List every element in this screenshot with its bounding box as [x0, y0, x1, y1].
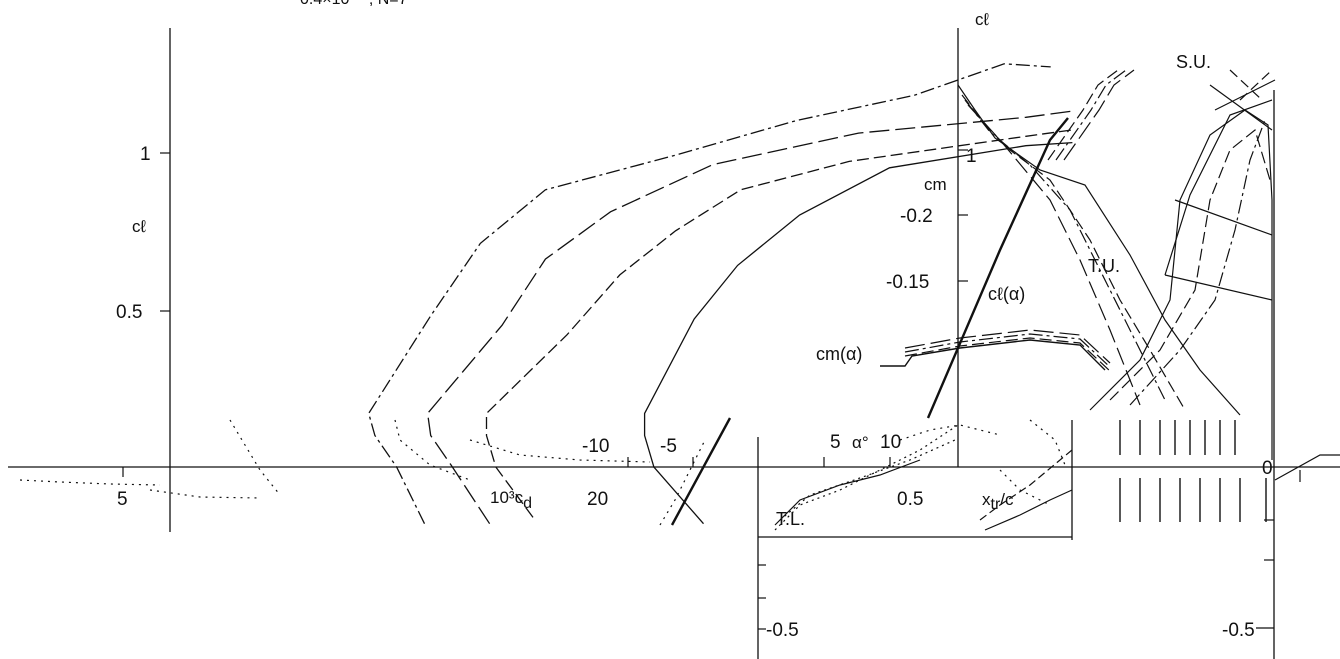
cm-alpha-line-variant	[904, 329, 1111, 364]
xtr-label-sub: tr	[991, 496, 1001, 513]
transition-upper-solid	[957, 84, 1241, 416]
cl-alpha-line	[670, 117, 1069, 526]
cl-alpha-line-variant	[1055, 69, 1127, 161]
alpha-cl-tick-1: 1	[966, 146, 977, 167]
header-partial-text: 0.4×10⁻⁶ ; N=7	[300, 0, 408, 8]
alpha-cm-tick-015: -0.15	[886, 272, 929, 293]
tl-annotation: T.L.	[776, 509, 805, 529]
transition-lower-dotted-b	[779, 439, 956, 521]
dotted-trace-8	[999, 469, 1051, 506]
cl-alpha-line-variant	[1047, 69, 1119, 161]
right-axis-tick-neg05: -0.5	[1222, 620, 1255, 641]
xtr-tick-half: 0.5	[897, 489, 923, 510]
transition-lower-solid	[774, 459, 921, 526]
hash-marks	[1119, 420, 1267, 522]
xtr-label: xtr/c	[982, 490, 1014, 513]
polar-y-tick-1: 1	[140, 144, 151, 165]
polar-y-tick-half: 0.5	[116, 302, 142, 323]
transition-upper-dashdot	[964, 99, 1166, 401]
cl-alpha-annotation: cℓ(α)	[988, 284, 1025, 304]
separation-dashdot	[1129, 119, 1266, 406]
separation-top-cross-d	[1239, 69, 1273, 101]
separation-solid	[1089, 109, 1273, 460]
xtr-label-den: /c	[1000, 490, 1014, 509]
xtr-box-curve-2	[984, 489, 1073, 531]
alpha-cm-tick-02: -0.2	[900, 206, 933, 227]
xtr-box-curve	[979, 449, 1073, 521]
polar-series-dashed	[485, 129, 1073, 518]
alpha-curves	[670, 69, 1135, 526]
separation-zero-label: 0	[1262, 458, 1273, 479]
separation-dashed	[1109, 128, 1271, 401]
transition-upper-longdash	[967, 104, 1141, 406]
separation-top-cross-c	[1229, 69, 1263, 101]
separation-top-cross-a	[1209, 84, 1273, 131]
cm-alpha-annotation: cm(α)	[816, 344, 862, 364]
separation-box-3	[1174, 199, 1273, 236]
separation-box-2	[1164, 274, 1273, 301]
alpha-tick-10: 10	[880, 432, 901, 453]
polar-x-label: 10³cd	[490, 488, 532, 512]
dotted-traces	[19, 419, 1066, 526]
transition-lower-dotted-a	[774, 424, 959, 531]
alpha-cl-label: cℓ	[975, 10, 990, 29]
transition-upper-dashed	[961, 94, 1186, 411]
separation-bottom-line-a	[1274, 454, 1340, 481]
polar-series-dash-dot	[367, 63, 1051, 524]
dotted-trace-1	[19, 479, 161, 486]
dotted-trace-2	[149, 489, 261, 499]
separation-box	[1164, 99, 1273, 276]
alpha-x-label: α°	[852, 433, 869, 452]
alpha-tick-neg5: -5	[660, 436, 677, 457]
transition-curves	[774, 84, 1241, 531]
polar-series-solid	[643, 141, 1073, 525]
separation-curves	[1089, 69, 1340, 482]
cm-alpha-line	[880, 339, 1106, 371]
dotted-trace-4	[394, 419, 471, 481]
alpha-cm-label: cm	[924, 175, 947, 194]
su-annotation: S.U.	[1176, 52, 1211, 72]
polar-series-long-dash	[426, 110, 1073, 525]
cl-alpha-line-variant	[1063, 69, 1135, 161]
axes	[8, 28, 1340, 659]
cm-alpha-line-variant	[904, 333, 1111, 368]
tu-annotation: T.U.	[1088, 256, 1120, 276]
dotted-trace-7	[899, 424, 1001, 441]
xtr-label-main: x	[982, 490, 991, 509]
alpha-tick-neg10: -10	[582, 436, 609, 457]
dotted-trace-3	[229, 419, 281, 496]
polar-y-label: cℓ	[132, 217, 147, 236]
lower-axis-tick-neg05: -0.5	[766, 620, 799, 641]
dotted-trace-5	[469, 439, 651, 463]
polar-x-label-main: 10³c	[490, 488, 524, 507]
polar-curves	[367, 63, 1073, 525]
alpha-tick-5: 5	[830, 432, 841, 453]
polar-x-tick-20: 20	[587, 489, 608, 510]
labels: 1 0.5 cℓ 5 20 10³cd cℓ 1 cm -0.2 -0.15 c…	[116, 10, 1273, 641]
tick-marks	[122, 149, 1274, 630]
cm-alpha-line-variant	[904, 337, 1111, 372]
polar-x-label-sub: d	[523, 495, 532, 512]
dotted-trace-9	[1029, 419, 1066, 466]
dotted-trace-6	[659, 439, 706, 526]
polar-x-tick-5: 5	[117, 489, 128, 510]
